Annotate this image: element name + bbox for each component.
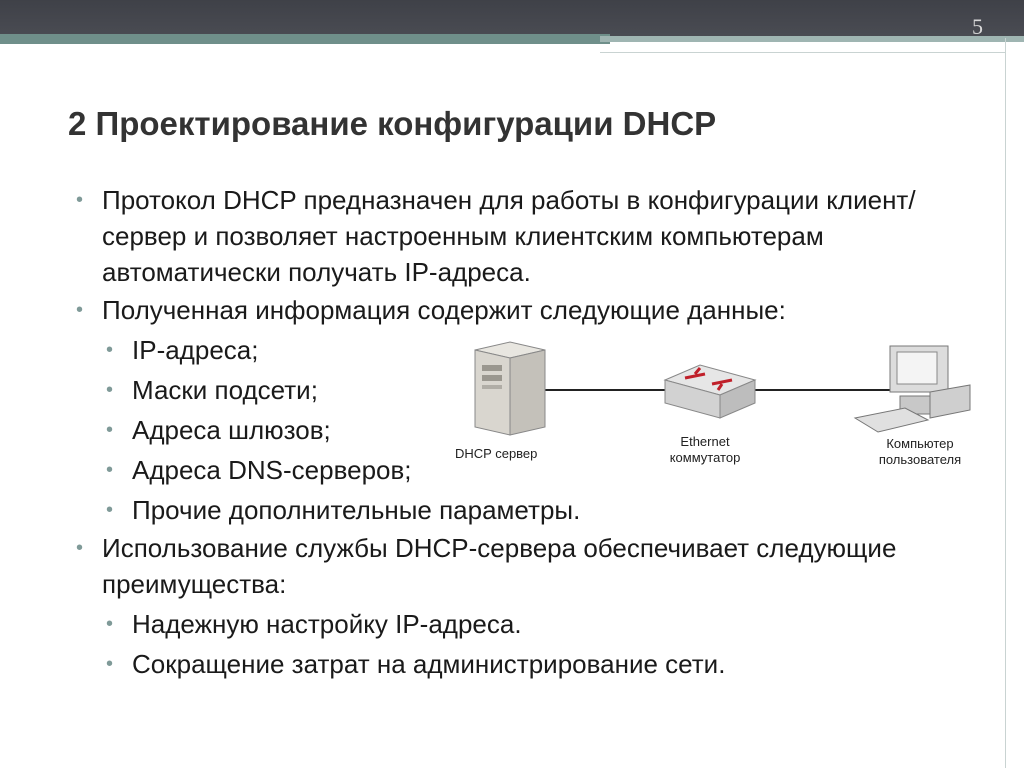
bullet-list: Протокол DHCP предназначен для работы в …	[76, 182, 956, 682]
sub-bullet-item: Маски подсети;	[76, 372, 956, 408]
page-number: 5	[972, 14, 983, 39]
computer-icon	[853, 345, 971, 433]
frame-line-right	[1005, 38, 1006, 768]
network-diagram-graphic	[474, 341, 971, 436]
sub-bullet-item: Адреса DNS-серверов;	[76, 452, 956, 488]
accent-stripe-right	[600, 36, 1024, 42]
sub-bullet-item: Надежную настройку IP-адреса.	[76, 606, 956, 642]
bullet-item: Протокол DHCP предназначен для работы в …	[76, 182, 962, 290]
server-label: DHCP сервер	[455, 446, 538, 461]
sub-bullet-item: Сокращение затрат на администрирование с…	[76, 646, 956, 682]
switch-label: Ethernet коммутатор	[655, 434, 755, 466]
pc-label-line1: Компьютер	[886, 436, 954, 451]
switch-label-line2: коммутатор	[669, 450, 741, 465]
frame-line-top	[600, 52, 1006, 53]
sub-bullet-item: Прочие дополнительные параметры.	[76, 492, 956, 528]
top-band	[0, 0, 1024, 38]
bullet-item: Использование службы DHCP-сервера обеспе…	[76, 530, 902, 602]
switch-label-line1: Ethernet	[680, 434, 730, 449]
pc-label-line2: пользователя	[878, 452, 962, 467]
sub-bullet-item: IP-адреса;	[76, 332, 956, 368]
server-icon	[474, 341, 546, 436]
sub-bullet-item: Адреса шлюзов;	[76, 412, 956, 448]
bullet-item: Полученная информация содержит следующие…	[76, 292, 956, 328]
accent-stripe	[0, 34, 610, 44]
network-diagram: DHCP сервер Ethernet коммутатор Компьюте…	[450, 340, 990, 480]
slide-title: 2 Проектирование конфигурации DHCP	[68, 105, 717, 142]
switch-icon	[663, 364, 757, 419]
pc-label: Компьютер пользователя	[855, 436, 985, 468]
